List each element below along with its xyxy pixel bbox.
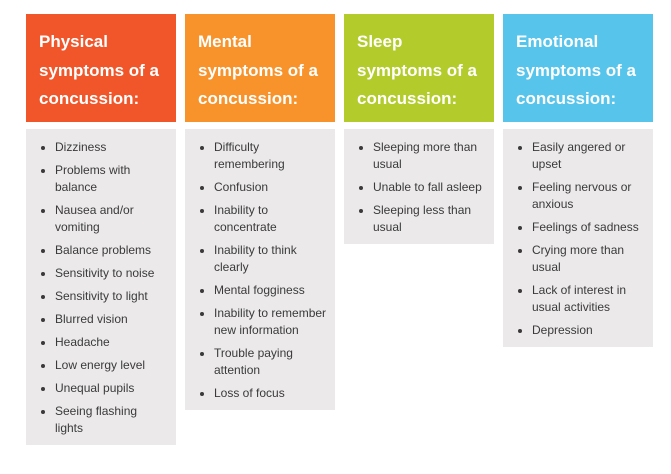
- symptom-list-item: Unable to fall asleep: [356, 179, 486, 196]
- header-line: Physical: [39, 32, 108, 51]
- header-line: symptoms of a: [357, 60, 477, 80]
- sleep-symptoms-column: Sleep symptoms of a concussion: Sleeping…: [344, 14, 494, 244]
- symptom-list-item: Inability to remember new information: [197, 305, 327, 339]
- symptom-list-item: Headache: [38, 334, 168, 351]
- symptom-list-item: Inability to concentrate: [197, 202, 327, 236]
- header-line: concussion:: [198, 89, 299, 108]
- emotional-symptoms-header: Emotional symptoms of a concussion:: [503, 14, 653, 122]
- symptom-list-item: Problems with balance: [38, 162, 168, 196]
- symptom-list-item: Blurred vision: [38, 311, 168, 328]
- mental-symptoms-header: Mental symptoms of a concussion:: [185, 14, 335, 122]
- symptom-list-item: Easily angered or upset: [515, 139, 645, 173]
- symptom-list-item: Feeling nervous or anxious: [515, 179, 645, 213]
- header-line: concussion:: [357, 89, 458, 108]
- header-line: Emotional: [516, 32, 599, 51]
- symptom-list-item: Nausea and/or vomiting: [38, 202, 168, 236]
- emotional-symptoms-column: Emotional symptoms of a concussion: Easi…: [503, 14, 653, 347]
- physical-symptoms-header: Physical symptoms of a concussion:: [26, 14, 176, 122]
- symptom-list-item: Unequal pupils: [38, 380, 168, 397]
- symptom-list-item: Low energy level: [38, 357, 168, 374]
- symptom-list-item: Confusion: [197, 179, 327, 196]
- symptom-list-item: Sensitivity to light: [38, 288, 168, 305]
- header-line: symptoms of a: [516, 60, 636, 80]
- symptom-list-item: Sleeping less than usual: [356, 202, 486, 236]
- header-line: symptoms of a: [198, 60, 318, 80]
- symptom-list-item: Mental fogginess: [197, 282, 327, 299]
- symptom-list-item: Feelings of sadness: [515, 219, 645, 236]
- mental-symptoms-column: Mental symptoms of a concussion: Difficu…: [185, 14, 335, 410]
- symptom-list-item: Sleeping more than usual: [356, 139, 486, 173]
- symptom-list-item: Loss of focus: [197, 385, 327, 402]
- symptom-list-item: Difficulty remembering: [197, 139, 327, 173]
- symptom-list-item: Depression: [515, 322, 645, 339]
- symptom-list-item: Trouble paying attention: [197, 345, 327, 379]
- symptom-list-item: Dizziness: [38, 139, 168, 156]
- symptom-list-item: Lack of interest in usual activities: [515, 282, 645, 316]
- symptom-list-item: Inability to think clearly: [197, 242, 327, 276]
- header-line: Mental: [198, 32, 252, 51]
- physical-symptoms-column: Physical symptoms of a concussion: Dizzi…: [26, 14, 176, 445]
- sleep-symptoms-header: Sleep symptoms of a concussion:: [344, 14, 494, 122]
- symptom-list-item: Crying more than usual: [515, 242, 645, 276]
- symptom-list-item: Sensitivity to noise: [38, 265, 168, 282]
- header-line: Sleep: [357, 32, 403, 51]
- header-line: symptoms of a: [39, 60, 159, 80]
- symptom-list-item: Balance problems: [38, 242, 168, 259]
- header-line: concussion:: [516, 89, 617, 108]
- header-line: concussion:: [39, 89, 140, 108]
- symptom-list-item: Seeing flashing lights: [38, 403, 168, 437]
